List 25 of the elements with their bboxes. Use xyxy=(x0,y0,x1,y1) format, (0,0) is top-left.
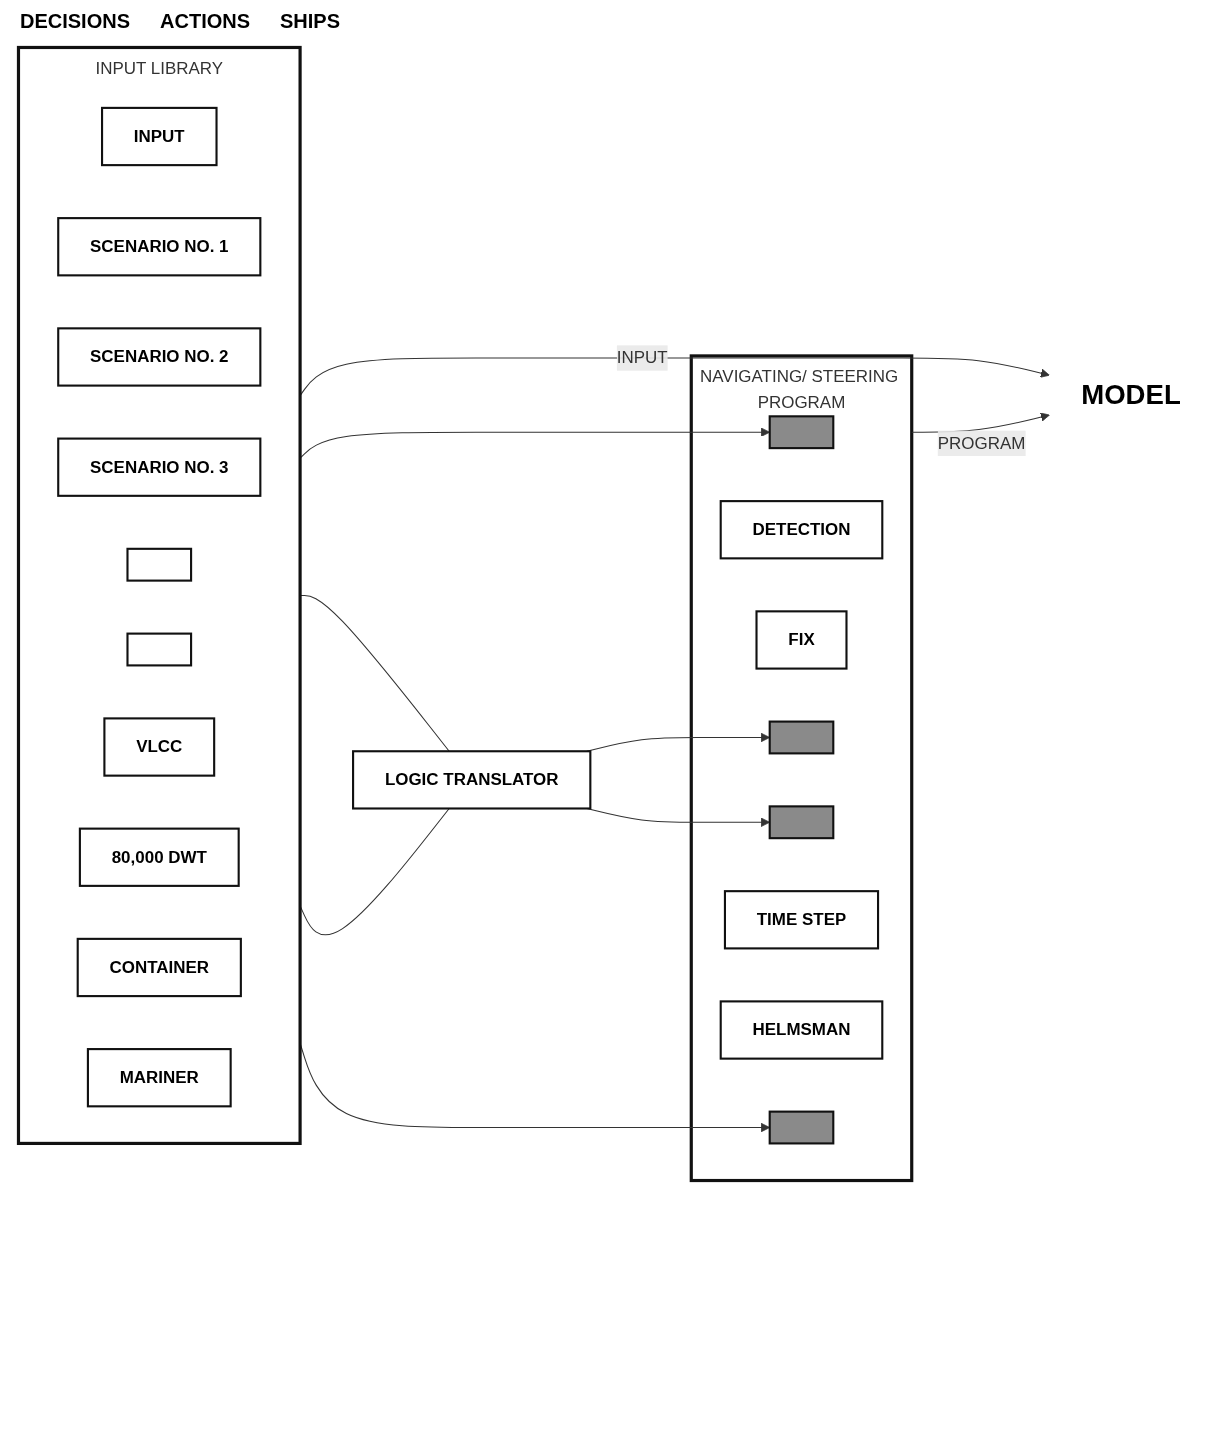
node-box xyxy=(768,805,835,840)
node-box: SCENARIO NO. 3 xyxy=(57,437,262,497)
node-box: TIME STEP xyxy=(723,890,880,950)
node-box: HELMSMAN xyxy=(719,1000,884,1060)
edge-label: PROGRAM xyxy=(937,433,1026,452)
node-box: DETECTION xyxy=(719,500,884,560)
node-box xyxy=(768,720,835,755)
node-box: INPUT xyxy=(101,106,218,167)
node-box: SCENARIO NO. 1 xyxy=(57,217,262,277)
node-box xyxy=(768,415,835,450)
node-box: FIX xyxy=(755,610,848,670)
node-box: 80,000 DWT xyxy=(78,827,240,887)
node-box xyxy=(126,632,193,667)
node-box: CONTAINER xyxy=(76,937,242,998)
node-box: MARINER xyxy=(86,1048,232,1108)
node-box xyxy=(768,1110,835,1145)
node-box: SCENARIO NO. 2 xyxy=(57,327,262,387)
node-box: LOGIC TRANSLATOR xyxy=(352,750,592,810)
node-box: VLCC xyxy=(103,717,216,777)
node-text: MODEL xyxy=(1081,378,1181,411)
row-label: DECISIONS xyxy=(20,10,131,33)
node-box xyxy=(126,547,193,582)
row-label: SHIPS xyxy=(280,10,341,33)
row-label: ACTIONS xyxy=(160,10,251,33)
edge-label: INPUT xyxy=(616,348,668,367)
